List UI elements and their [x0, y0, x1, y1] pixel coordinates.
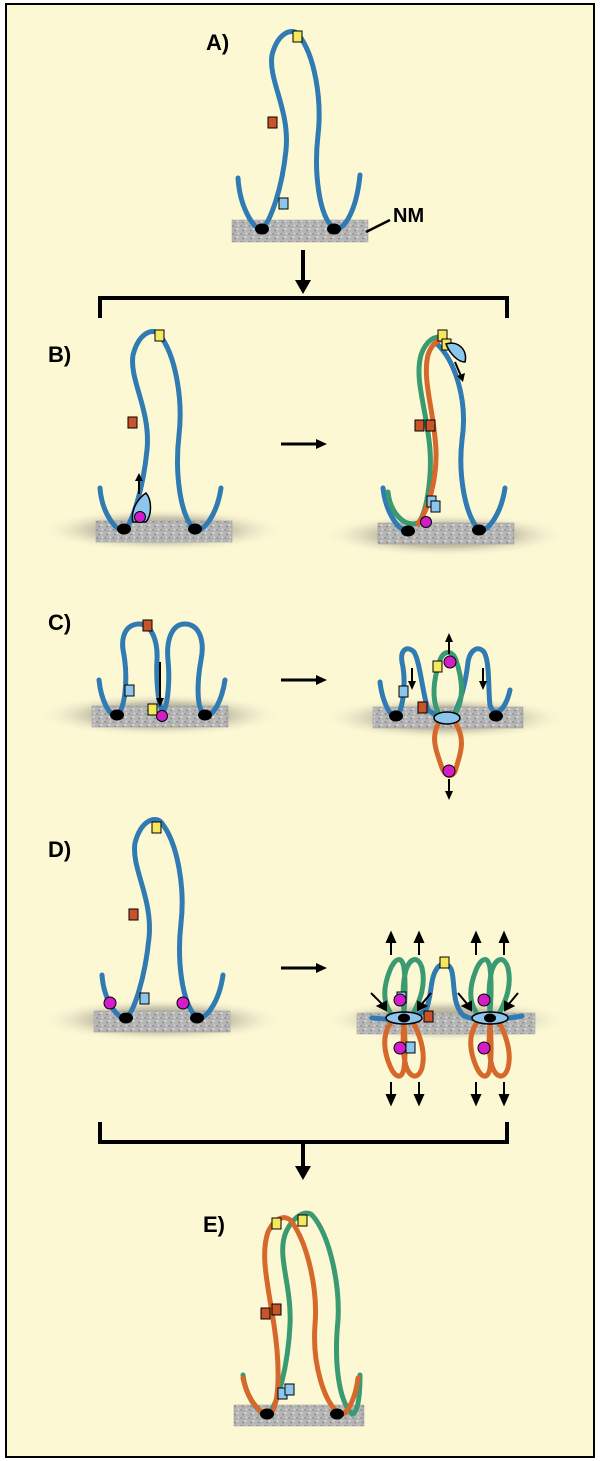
lightblue-marker — [284, 1383, 295, 1396]
red-marker — [267, 116, 278, 129]
yellow-marker — [439, 956, 450, 969]
anchor-dot — [255, 223, 269, 235]
panel-d: D) — [37, 817, 570, 1107]
red-marker — [142, 619, 153, 632]
lightblue-marker — [430, 500, 441, 513]
anchor-dot — [190, 1012, 204, 1024]
red-marker — [417, 701, 428, 714]
dna-strand-orange — [415, 336, 449, 527]
lightblue-marker — [124, 684, 135, 697]
magenta-dot — [393, 993, 407, 1007]
yellow-marker — [154, 329, 165, 342]
dna-loop — [433, 340, 508, 533]
replication-origin-fork — [433, 711, 461, 725]
yellow-marker — [292, 30, 303, 43]
panel-c-label: C) — [48, 610, 71, 635]
yellow-marker — [297, 1214, 308, 1227]
anchor-dot — [198, 709, 212, 721]
fork-arrows-diagonal — [370, 992, 519, 1012]
red-marker — [128, 908, 139, 921]
yellow-marker — [151, 821, 162, 834]
panel-c: C) — [35, 610, 570, 800]
anchor-dot — [401, 525, 415, 537]
yellow-marker — [432, 660, 443, 673]
lightblue-marker — [405, 1041, 416, 1054]
lightblue-marker — [139, 992, 150, 1005]
panel-a: A) NM — [206, 29, 424, 243]
lightblue-marker — [278, 197, 289, 210]
magenta-dot — [176, 996, 190, 1010]
panel-d-label: D) — [48, 837, 71, 862]
anchor-dot — [330, 1408, 344, 1420]
red-marker — [414, 419, 425, 432]
red-marker — [425, 419, 436, 432]
panel-e-label: E) — [203, 1212, 225, 1237]
magenta-dot — [156, 710, 168, 722]
anchor-dot — [119, 1012, 133, 1024]
fork-arrows-down — [385, 1082, 510, 1107]
red-marker — [423, 1010, 434, 1023]
red-marker — [271, 1303, 282, 1316]
red-marker — [260, 1307, 271, 1320]
anchor-dot — [389, 710, 403, 722]
magenta-dot — [393, 1041, 407, 1055]
magenta-dot — [442, 764, 456, 778]
dna-loop — [97, 329, 224, 533]
arrow-a-down — [295, 250, 311, 294]
magenta-dot — [420, 516, 432, 528]
fork-arrow — [454, 361, 462, 377]
magenta-dot — [134, 511, 146, 523]
panel-a-label: A) — [206, 30, 229, 55]
panel-b-label: B) — [48, 342, 71, 367]
bracket-top — [98, 296, 509, 318]
lightblue-marker — [398, 685, 409, 698]
panel-e: E) — [203, 1210, 365, 1427]
anchor-dot — [489, 710, 503, 722]
arrow-to-e — [295, 1142, 311, 1180]
dna-strand-green — [385, 334, 444, 527]
anchor-dot — [110, 709, 124, 721]
nm-label: NM — [393, 205, 424, 227]
anchor-dot — [472, 524, 486, 536]
magenta-dot — [443, 655, 457, 669]
yellow-marker — [147, 703, 158, 716]
panel-b: B) — [37, 329, 570, 557]
nm-pointer-line — [365, 218, 391, 234]
red-marker — [127, 416, 138, 429]
anchor-dot — [188, 523, 202, 535]
magenta-dot — [103, 996, 117, 1010]
replication-origin-fork — [445, 342, 467, 363]
anchor-dot — [117, 523, 131, 535]
dna-strand-orange — [240, 1215, 361, 1418]
anchor-dot — [260, 1408, 274, 1420]
dna-loop — [235, 29, 363, 232]
anchor-dot — [327, 223, 341, 235]
fork-arrows-up — [385, 930, 510, 955]
yellow-marker — [271, 1217, 282, 1230]
anchor-dot — [398, 1013, 410, 1023]
magenta-dot — [477, 993, 491, 1007]
anchor-dot — [484, 1013, 496, 1023]
magenta-dot — [477, 1041, 491, 1055]
